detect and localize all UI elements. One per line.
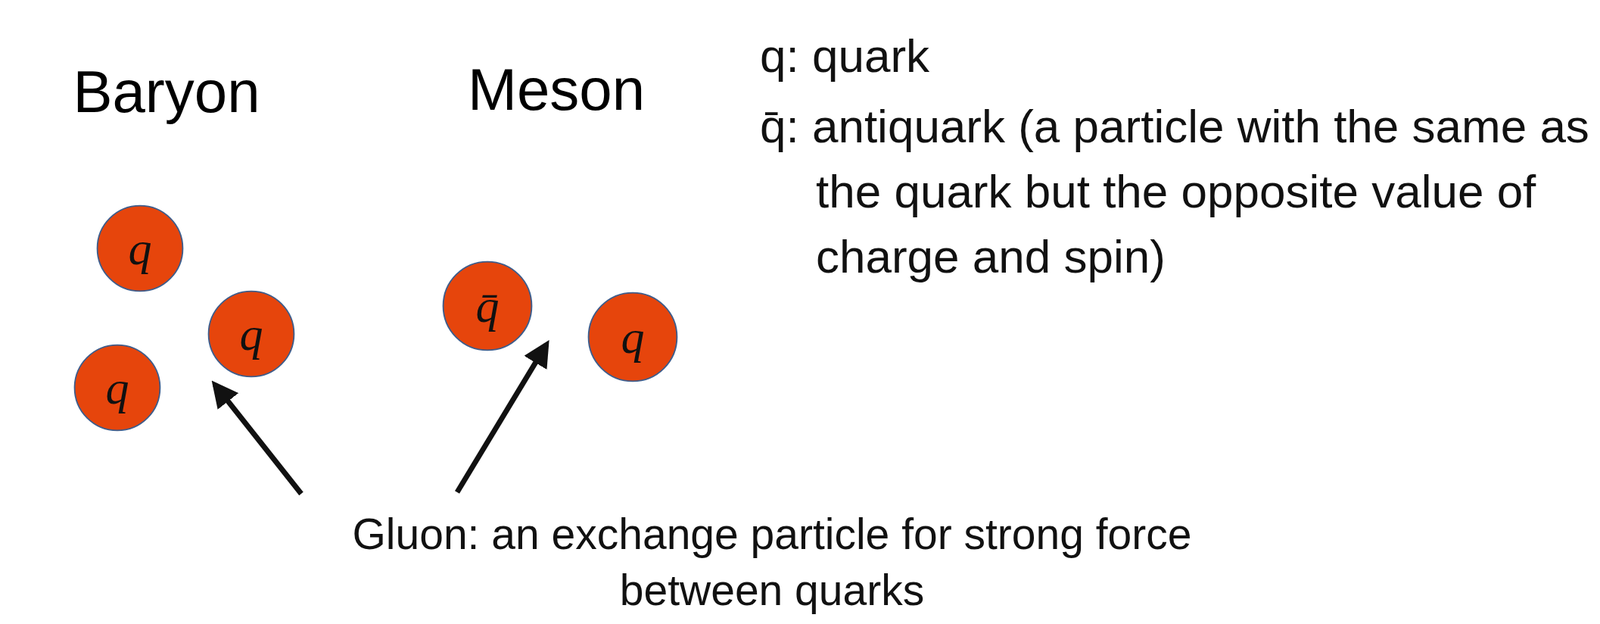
hadron-heading: Meson [370, 54, 742, 126]
gluon-note: Gluon: an exchange particle for strong f… [280, 505, 1264, 618]
legend-note: q̄: antiquark (a particle with the same … [759, 93, 1590, 290]
gluon-line [530, 314, 591, 328]
quark-symbol: q [621, 313, 645, 361]
gluon-line [124, 289, 134, 346]
legend-note: q: quark [759, 27, 1585, 85]
hadron-heading: Baryon [0, 56, 352, 128]
gluon-line [173, 273, 218, 309]
hadron-circle: Baryonqqq [26, 176, 307, 457]
quark-circle: q [588, 292, 678, 382]
leader-arrow [214, 384, 302, 494]
quark-circle: q [74, 344, 161, 431]
quark-symbol: q [128, 224, 153, 272]
quark-circle: q [208, 290, 295, 377]
hadron-circle: Mesonq̄q [416, 174, 697, 455]
quark-circle: q̄ [442, 261, 533, 351]
leader-arrow [457, 344, 547, 492]
gluon-line [156, 349, 212, 372]
quark-symbol: q [239, 310, 264, 358]
quark-symbol: q [105, 364, 130, 411]
quark-symbol: q̄ [476, 282, 500, 330]
quark-circle: q [96, 205, 184, 292]
